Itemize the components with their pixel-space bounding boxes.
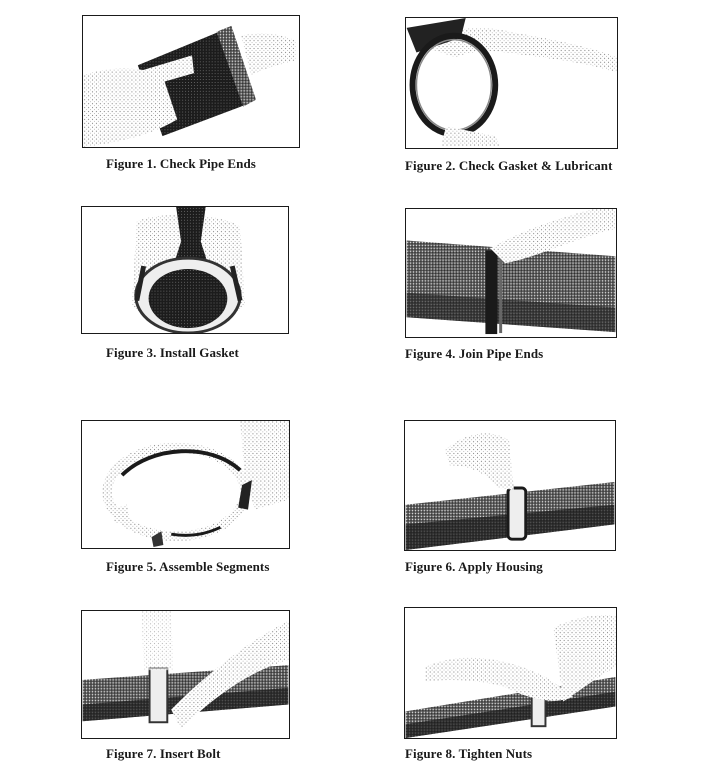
hand-tightening-nuts-icon (405, 615, 616, 738)
figure-7-image (81, 610, 290, 739)
housing-segments-ring-icon (102, 421, 289, 548)
hands-holding-pipe-end-icon (83, 25, 296, 147)
figure-5-caption: Figure 5. Assemble Segments (106, 559, 270, 574)
figure-8-image (404, 607, 617, 739)
hand-holding-gasket-icon (406, 18, 617, 147)
figure-7-caption: Figure 7. Insert Bolt (106, 746, 221, 761)
figure-8-caption: Figure 8. Tighten Nuts (405, 746, 533, 761)
hands-installing-gasket-on-pipe-icon (131, 207, 246, 333)
figure-2-image (405, 17, 618, 149)
figure-2-caption: Figure 2. Check Gasket & Lubricant (405, 158, 613, 173)
hand-inserting-bolt-icon (82, 611, 289, 730)
figure-5-image (81, 420, 290, 549)
hand-applying-housing-icon (405, 433, 615, 550)
figure-1-caption: Figure 1. Check Pipe Ends (106, 156, 256, 171)
figure-1-image (82, 15, 300, 148)
figure-4-image (405, 208, 617, 338)
hand-joining-pipe-ends-icon (406, 209, 616, 335)
figure-3-image (81, 206, 289, 334)
figure-6-caption: Figure 6. Apply Housing (405, 559, 543, 574)
figure-4-caption: Figure 4. Join Pipe Ends (405, 346, 544, 361)
figure-3-caption: Figure 3. Install Gasket (106, 345, 239, 360)
figure-6-image (404, 420, 616, 551)
